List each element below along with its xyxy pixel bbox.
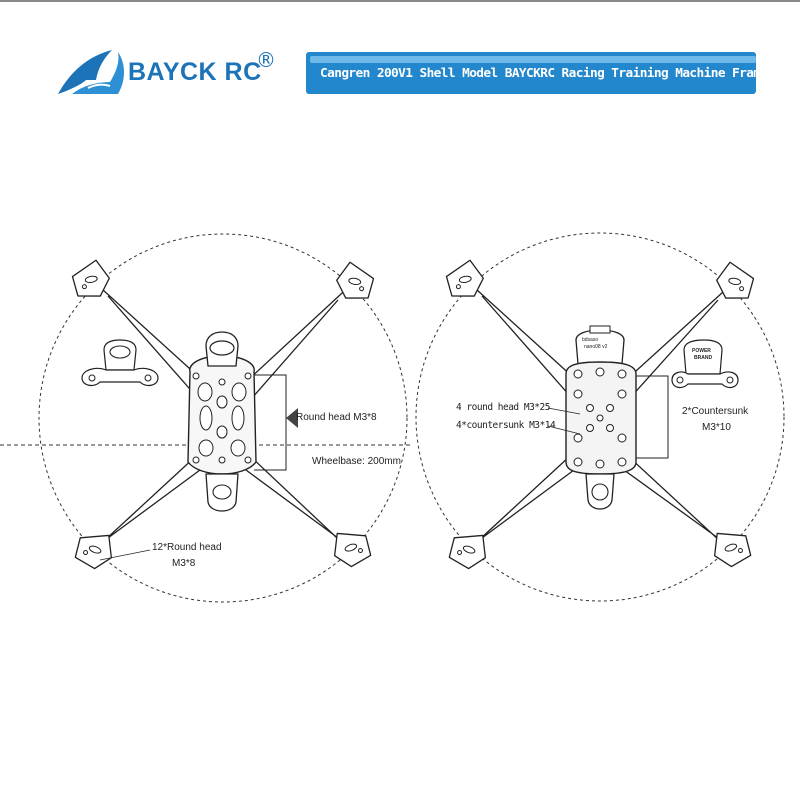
left-prop-circle	[38, 233, 408, 603]
right-prop-circle	[415, 232, 785, 602]
banner-highlight	[310, 56, 756, 63]
top-border-line	[0, 0, 800, 2]
right-bottom-view	[415, 232, 785, 602]
right-callout-bracket	[636, 375, 669, 459]
left-top-view	[0, 233, 410, 603]
left-arm-screw-leader	[99, 549, 151, 561]
right-countersunk-label: 4*countersunk M3*14	[456, 420, 556, 431]
right-countersunk2-label: 2*Countersunk	[682, 406, 749, 417]
left-camera-bracket-part	[81, 339, 159, 387]
left-round-head-label: Round head M3*8	[296, 412, 377, 423]
arm-screws-label: 12*Round head	[152, 542, 222, 553]
right-round-head-label: 4 round head M3*25	[456, 402, 550, 413]
left-body-cutouts	[192, 372, 252, 464]
fc-mark-line1: bdsaso	[582, 337, 599, 343]
cam-mark-line1: POWER	[692, 348, 711, 354]
right-leader-countersunk	[547, 425, 581, 435]
bayckrc-logo-icon	[58, 50, 124, 94]
left-callout-bracket	[254, 374, 287, 471]
cam-mark-line2: BRAND	[694, 355, 713, 361]
wheelbase-label: Wheelbase: 200mm	[312, 456, 401, 467]
left-callout-arrow	[286, 408, 298, 428]
registered-mark: ®	[256, 48, 276, 72]
title-banner: Cangren 200V1 Shell Model BAYCKRC Racing…	[306, 52, 756, 94]
banner-title: Cangren 200V1 Shell Model BAYCKRC Racing…	[320, 66, 756, 81]
arm-screws-size-label: M3*8	[172, 558, 196, 569]
right-camera-bracket-part	[671, 339, 739, 389]
right-leader-round-head	[547, 407, 581, 415]
right-body-screws	[573, 367, 627, 469]
right-countersunk2-size-label: M3*10	[702, 422, 731, 433]
fc-mark-line2: nano08 v2	[584, 344, 608, 350]
brand-name: BAYCK RC	[128, 58, 262, 86]
